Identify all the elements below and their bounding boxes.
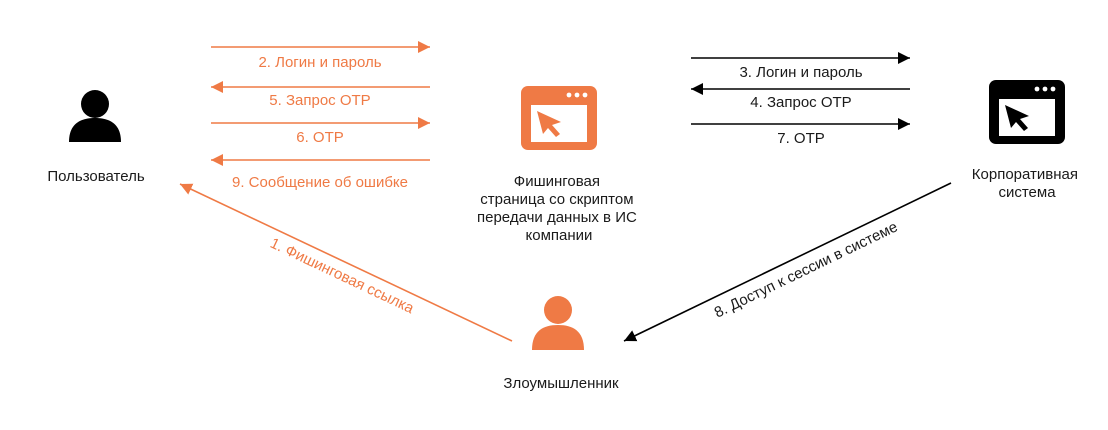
edge-4-label: 4. Запрос OTP xyxy=(750,94,851,111)
attacker-node: Злоумышленник xyxy=(503,296,619,392)
user-node: Пользователь xyxy=(47,90,145,185)
phishing-page-label-line-4: компании xyxy=(526,227,593,244)
corporate-system-label-line-1: Корпоративная xyxy=(972,166,1078,183)
browser-window-cursor-icon xyxy=(521,86,597,150)
phishing-page-label-line-3: передачи данных в ИС xyxy=(477,209,637,226)
corporate-system-node: Корпоративная система xyxy=(972,80,1082,201)
edge-9-error-message: 9. Сообщение об ошибке xyxy=(211,154,430,191)
edge-1-label: 1. Фишинговая ссылка xyxy=(267,235,417,318)
edge-7-label: 7. OTP xyxy=(777,130,825,147)
edge-6-otp: 6. OTP xyxy=(211,117,430,146)
phishing-page-node: Фишинговая страница со скриптом передачи… xyxy=(477,86,641,244)
edge-2-label: 2. Логин и пароль xyxy=(258,54,381,71)
edge-8-session-access: 8. Доступ к сессии в системе xyxy=(623,182,952,342)
phishing-page-label-line-2: страница со скриптом xyxy=(480,191,633,208)
edge-3-label: 3. Логин и пароль xyxy=(739,64,862,81)
corporate-system-label-line-2: система xyxy=(998,184,1056,201)
person-icon xyxy=(69,90,121,142)
edge-4-otp-request: 4. Запрос OTP xyxy=(691,83,910,111)
corporate-system-label: Корпоративная система xyxy=(972,166,1082,201)
edge-9-label: 9. Сообщение об ошибке xyxy=(232,174,408,191)
edge-6-label: 6. OTP xyxy=(296,129,344,146)
edge-2-login-password: 2. Логин и пароль xyxy=(211,41,430,71)
edge-1-phishing-link: 1. Фишинговая ссылка xyxy=(179,183,513,342)
edge-7-otp: 7. OTP xyxy=(691,118,910,147)
edge-5-label: 5. Запрос OTP xyxy=(269,92,370,109)
edge-8-label: 8. Доступ к сессии в системе xyxy=(712,218,901,321)
phishing-page-label-line-1: Фишинговая xyxy=(514,173,600,190)
edge-5-otp-request: 5. Запрос OTP xyxy=(211,81,430,109)
phishing-page-label: Фишинговая страница со скриптом передачи… xyxy=(477,173,641,244)
user-label: Пользователь xyxy=(47,168,145,185)
browser-window-cursor-icon xyxy=(989,80,1065,144)
attacker-label: Злоумышленник xyxy=(503,375,619,392)
edge-3-login-password: 3. Логин и пароль xyxy=(691,52,910,81)
person-icon xyxy=(532,296,584,350)
